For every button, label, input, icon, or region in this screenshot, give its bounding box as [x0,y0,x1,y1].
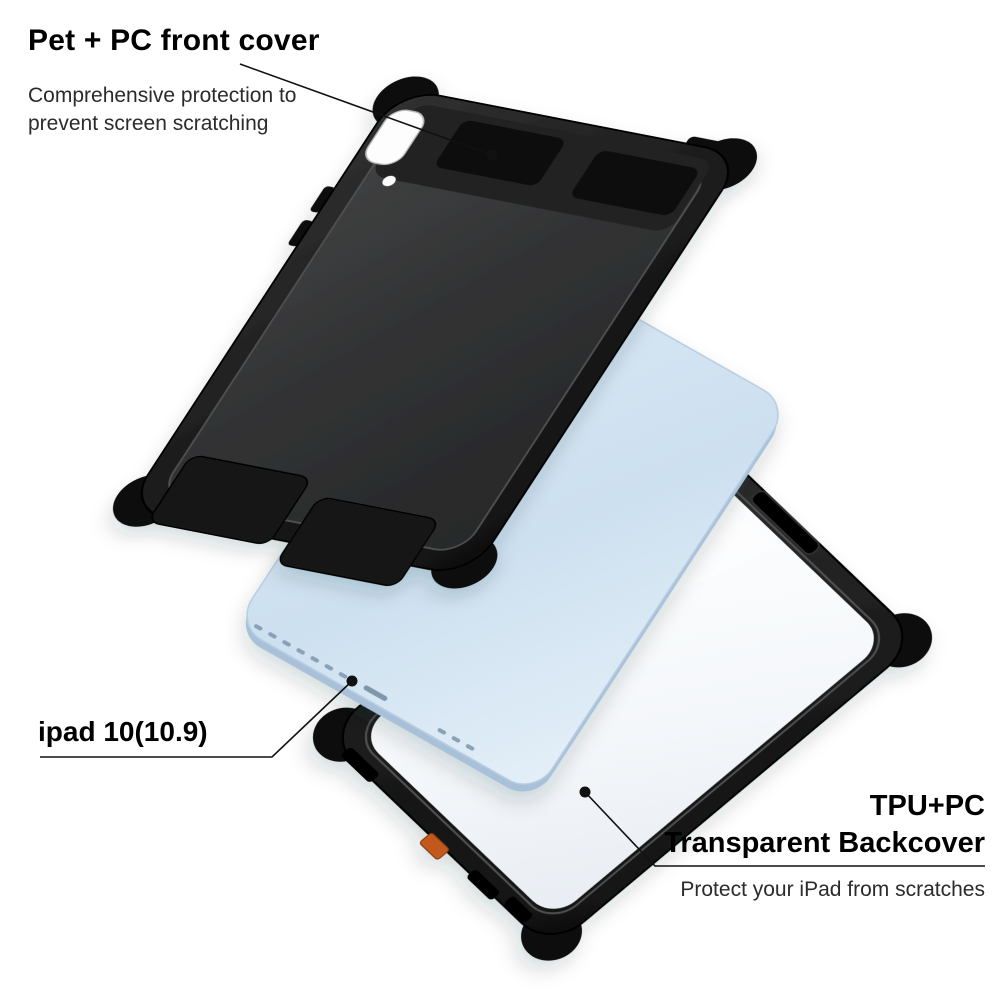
front-cover-title: Pet + PC front cover [28,24,320,57]
front-cover-button-nub [288,220,313,247]
front-cover-camera-cutout [365,109,425,166]
back-cover-graphic [312,414,933,961]
front-cover-flash-cutout [382,175,396,187]
front-cover-graphic [112,76,758,589]
back-cover-callout-line [584,791,985,867]
front-cover-bottom-pad [279,497,437,587]
back-cover-callout: TPU+PC Transparent Backcover Protect your… [664,788,985,902]
back-cover-transparent-window [371,466,874,909]
ipad-speaker-grille [253,624,475,751]
back-cover-port-cutout [341,747,379,782]
front-cover-callout: Pet + PC front cover Comprehensive prote… [28,24,336,137]
front-cover-top-pad [436,120,564,186]
back-cover-title-line1: TPU+PC [869,790,985,822]
back-cover-callout-dot [579,786,591,798]
back-cover-title: TPU+PC Transparent Backcover [664,788,985,862]
front-cover-description: Comprehensive protection to prevent scre… [28,84,297,135]
back-cover-button-cutout [467,870,500,900]
ipad-callout-line [40,680,353,758]
back-cover-description: Protect your iPad from scratches [680,878,985,902]
front-cover-top-pad [572,151,698,216]
ipad-callout-dot [346,675,358,687]
callout-lines [40,63,985,867]
back-cover-latch-accent [419,833,450,860]
front-cover-bottom-pad [151,455,309,545]
ipad-label: ipad 10(10.9) [38,716,208,747]
back-cover-title-line2: Transparent Backcover [664,827,985,860]
back-cover-button-cutout [504,896,533,923]
front-cover-callout-dot [486,149,498,161]
back-cover-pencil-groove [751,490,820,555]
front-cover-button-nub [310,186,335,213]
front-cover-callout-line [239,63,493,156]
